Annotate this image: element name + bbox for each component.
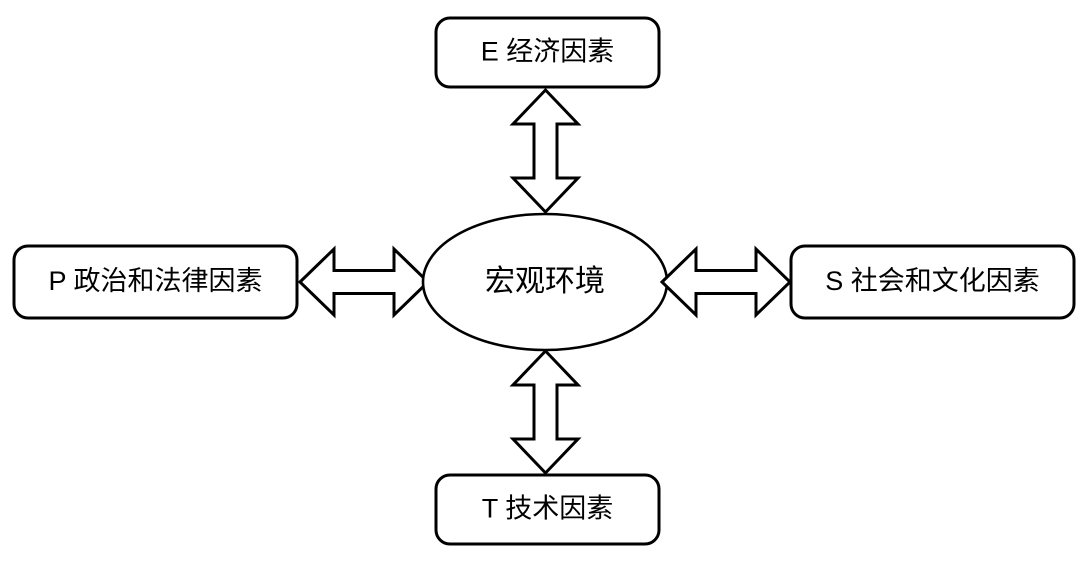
node-economic[interactable]: E 经济因素 bbox=[434, 16, 661, 89]
connector-bottom bbox=[509, 348, 582, 476]
center-label: 宏观环境 bbox=[485, 265, 605, 298]
node-political[interactable]: P 政治和法律因素 bbox=[12, 244, 299, 320]
node-technological-box[interactable] bbox=[434, 473, 661, 546]
node-social-label: S 社会和文化因素 bbox=[825, 266, 1040, 296]
double-arrow-vertical-top-icon bbox=[509, 87, 582, 215]
double-arrow-horizontal-right-icon bbox=[659, 245, 793, 319]
node-economic-label: E 经济因素 bbox=[481, 37, 615, 67]
node-technological[interactable]: T 技术因素 bbox=[434, 473, 661, 546]
node-social[interactable]: S 社会和文化因素 bbox=[789, 244, 1076, 320]
connector-left bbox=[297, 245, 431, 319]
connector-top bbox=[509, 87, 582, 215]
double-arrow-vertical-bottom-icon bbox=[509, 348, 582, 476]
node-political-box[interactable] bbox=[12, 244, 299, 320]
node-political-label: P 政治和法律因素 bbox=[48, 266, 262, 296]
node-economic-box[interactable] bbox=[434, 16, 661, 89]
node-technological-label: T 技术因素 bbox=[482, 494, 614, 524]
double-arrow-horizontal-left-icon bbox=[297, 245, 431, 319]
node-social-box[interactable] bbox=[789, 244, 1076, 320]
center-node-macro-environment[interactable]: 宏观环境 bbox=[421, 212, 669, 352]
connector-right bbox=[659, 245, 793, 319]
